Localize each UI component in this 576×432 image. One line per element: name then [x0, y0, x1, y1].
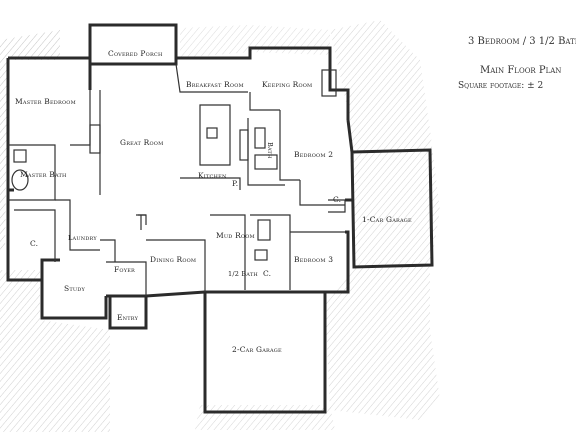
label-breakfast-room: Breakfast Room — [186, 80, 244, 89]
label-kitchen: Kitchen — [198, 171, 227, 180]
label-bedroom-3: Bedroom 3 — [294, 255, 333, 264]
label-entry: Entry — [117, 313, 139, 322]
label-laundry: Laundry — [68, 234, 97, 242]
wall-study — [40, 260, 108, 320]
label-dining-room: Dining Room — [150, 255, 196, 264]
sketch-shading-left — [0, 30, 60, 250]
label-closet-master: C. — [30, 239, 38, 248]
wall-breakfast-top — [176, 46, 350, 120]
sketch-shading-bottom-left — [0, 270, 110, 432]
label-study: Study — [64, 284, 85, 293]
label-master-bedroom: Master Bedroom — [15, 97, 76, 106]
square-footage: Square footage: ± 2 — [458, 81, 543, 91]
bed-bath-summary: 3 Bedroom / 3 1/2 Bath — [468, 36, 576, 47]
label-covered-porch: Covered Porch — [108, 49, 163, 58]
wall-2car-garage — [203, 290, 327, 414]
wall-entry — [106, 294, 148, 330]
label-great-room: Great Room — [120, 138, 163, 147]
wall-right-bedrooms — [310, 119, 354, 294]
wall-covered-porch — [88, 23, 178, 66]
label-mud-room: Mud Room — [216, 231, 255, 240]
label-2-car-garage: 2-Car Garage — [232, 345, 282, 354]
label-bath: Bath — [266, 142, 274, 159]
label-pantry: P. — [232, 179, 238, 188]
label-half-bath: 1/2 Bath — [228, 270, 258, 278]
label-master-bath: Master Bath — [20, 170, 67, 179]
label-foyer: Foyer — [114, 265, 135, 274]
wall-master-bath — [6, 190, 60, 282]
label-keeping-room: Keeping Room — [262, 80, 312, 89]
sketch-shading-top — [180, 25, 330, 58]
label-closet-bedroom-3: C. — [263, 269, 271, 278]
fixtures — [11, 69, 346, 261]
label-bedroom-2: Bedroom 2 — [294, 150, 333, 159]
sketch-shading-right — [325, 20, 440, 420]
label-1-car-garage: 1-Car Garage — [362, 215, 412, 224]
wall-dining-bottom — [145, 290, 206, 298]
floor-plan-title: Main Floor Plan — [480, 65, 561, 76]
label-closet-bedroom-2: C. — [333, 195, 341, 204]
sketch-shading-bottom — [195, 405, 335, 430]
wall-1car-garage — [350, 148, 434, 269]
